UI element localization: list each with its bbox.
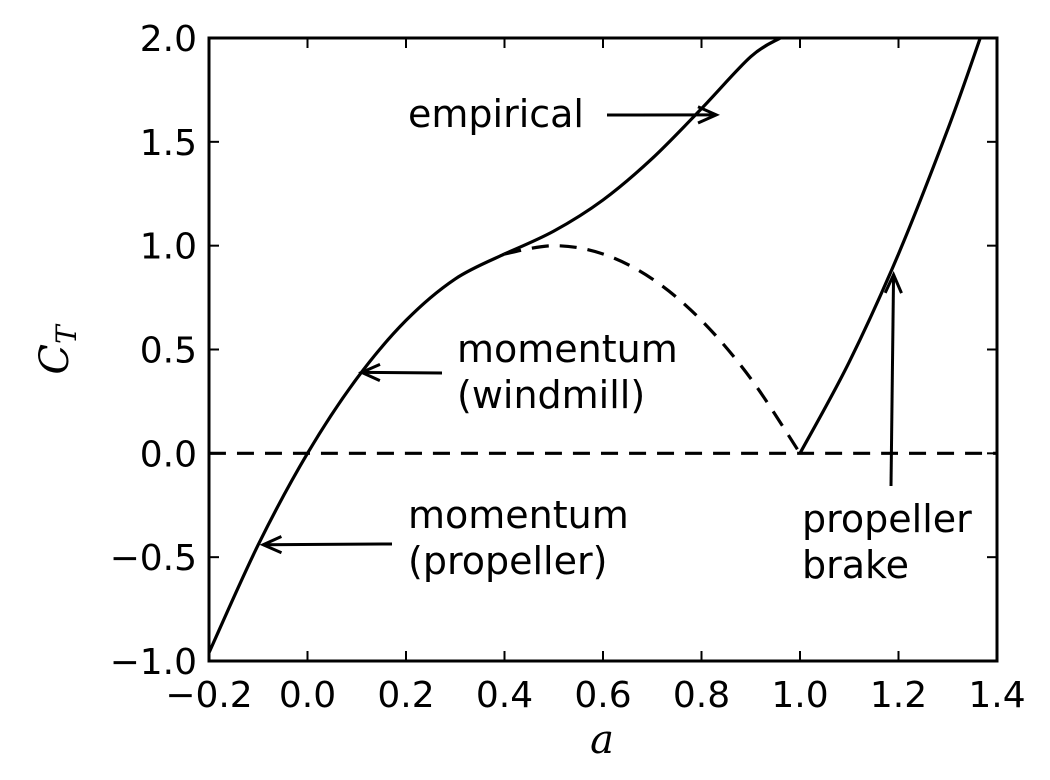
series-line-1 xyxy=(209,252,506,654)
y-tick-label: −0.5 xyxy=(110,538,197,579)
annotation-momentum-propeller-arrow-head xyxy=(259,535,283,555)
annotation-momentum-windmill-arrow-head xyxy=(357,362,381,383)
annotation-momentum-propeller-text: momentum(propeller) xyxy=(408,493,629,583)
annotation-momentum-windmill-arrow-shaft xyxy=(361,370,443,375)
y-tick-label: −1.0 xyxy=(110,642,197,683)
annotation-propeller-brake-arrow-head xyxy=(883,271,903,294)
x-tick-label: 1.4 xyxy=(968,675,1025,716)
y-axis-title-main: C xyxy=(32,344,78,375)
annotation-momentum-windmill-line: (windmill) xyxy=(457,373,645,417)
x-tick-label: 0.4 xyxy=(476,675,533,716)
annotation-momentum-windmill-text: momentum(windmill) xyxy=(457,327,678,417)
annotation-momentum-propeller-line: (propeller) xyxy=(408,539,607,583)
x-axis-title: a xyxy=(590,717,614,763)
x-tick-label: 1.2 xyxy=(870,675,927,716)
annotation-empirical-arrow-head xyxy=(697,105,720,125)
y-tick-label: 1.5 xyxy=(140,123,197,164)
annotation-momentum-propeller-line: momentum xyxy=(408,493,629,537)
x-tick-label: 0.0 xyxy=(279,675,336,716)
x-tick-label: −0.2 xyxy=(165,675,252,716)
series-line-4 xyxy=(798,38,982,455)
annotation-propeller-brake-line: brake xyxy=(802,543,909,587)
annotation-empirical-text: empirical xyxy=(408,92,584,136)
annotation-empirical-line: empirical xyxy=(408,92,584,136)
y-tick-label: 0.0 xyxy=(140,434,197,475)
y-tick-label: 0.5 xyxy=(140,331,197,372)
y-axis-title-subscript: T xyxy=(50,323,83,344)
series-line-2 xyxy=(503,38,782,256)
y-axis-title: CT xyxy=(32,323,83,375)
annotation-momentum-propeller-arrow-shaft xyxy=(263,542,393,547)
annotation-momentum-windmill-line: momentum xyxy=(457,327,678,371)
x-tick-label: 0.2 xyxy=(377,675,434,716)
annotation-propeller-brake-line: propeller xyxy=(802,497,972,541)
y-tick-label: 1.0 xyxy=(140,227,197,268)
x-tick-label: 0.8 xyxy=(673,675,730,716)
x-tick-label: 0.6 xyxy=(574,675,631,716)
y-tick-label: 2.0 xyxy=(140,19,197,60)
x-tick-label: 1.0 xyxy=(771,675,828,716)
annotation-propeller-brake-arrow-shaft xyxy=(889,274,896,487)
